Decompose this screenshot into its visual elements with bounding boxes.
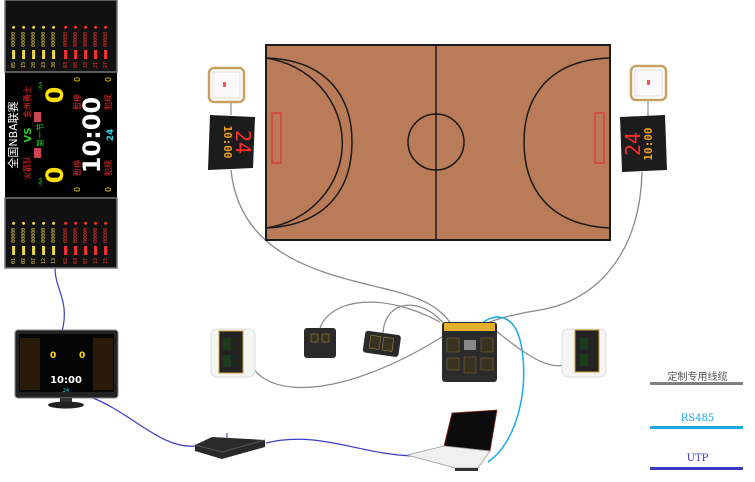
signal-light-left <box>207 66 246 104</box>
monitor: 0 0 10:00 24 <box>14 329 119 409</box>
player-list-left: 01 ■■■ 00000 ● 02 ■■■ 00000 ● 07 ■■■ 0000… <box>11 222 109 264</box>
vs-label: VS <box>23 128 34 143</box>
shot-clock-right: 10:00 24 <box>620 115 667 172</box>
handheld-controller-1 <box>304 328 336 358</box>
laptop <box>406 409 498 471</box>
cable-console-2 <box>382 304 446 334</box>
svg-text:12 ■■■ 00000 ●: 12 ■■■ 00000 ● <box>41 222 47 264</box>
referee-console-right <box>561 328 607 378</box>
signal-light-right <box>629 64 668 102</box>
main-controller <box>442 322 497 382</box>
svg-text:07 ■■■ 00000 ●: 07 ■■■ 00000 ● <box>31 222 37 264</box>
shot-clock-value: 24 <box>106 129 116 142</box>
svg-text:20 ■■■ 00000 ●: 20 ■■■ 00000 ● <box>31 26 37 68</box>
svg-text:21 ■■■ 00000 ●: 21 ■■■ 00000 ● <box>93 26 99 68</box>
legend-line-utp <box>650 467 743 470</box>
away-timeout-label: 暂停 <box>72 94 82 110</box>
legend-label-utp: UTP <box>686 453 709 464</box>
home-timeouts: 0 <box>73 187 82 192</box>
cable-rs485 <box>481 316 525 463</box>
svg-text:01 ■■■ 00000 ●: 01 ■■■ 00000 ● <box>11 222 17 264</box>
svg-text:30 ■■■ 00000 ●: 30 ■■■ 00000 ● <box>51 26 57 68</box>
away-fouls: 0 <box>104 77 113 82</box>
monitor-game-clock: 10:00 <box>50 375 82 386</box>
network-switch <box>194 433 266 459</box>
svg-text:0: 0 <box>79 351 85 361</box>
shot-clock-display: 24 <box>231 130 255 154</box>
home-team-name: 火箭队 <box>22 156 32 180</box>
svg-text:13 ■■■ 00000 ●: 13 ■■■ 00000 ● <box>93 222 99 264</box>
period-label: 第一节 <box>35 123 45 147</box>
monitor-shot-clock: 24 <box>63 388 69 394</box>
cable-utp-scoreboard <box>54 267 65 333</box>
away-foul-label: 犯规 <box>103 94 113 110</box>
basketball-court <box>265 44 611 241</box>
handheld-controller-2 <box>362 330 401 357</box>
home-timeout-label: 暂停 <box>72 160 82 176</box>
cable-referee-right <box>494 329 566 367</box>
game-clock: 10:00 <box>78 97 106 173</box>
cable-right-shotclock <box>489 171 643 323</box>
game-clock-display: 10:00 <box>221 125 234 158</box>
game-clock-display: 10:00 <box>642 127 655 160</box>
cables <box>54 100 649 463</box>
svg-text:02 ■■■ 00000 ●: 02 ■■■ 00000 ● <box>63 222 69 264</box>
flag-label: USA <box>38 81 43 90</box>
flag-label: USA <box>38 177 43 186</box>
referee-console-left <box>210 328 256 378</box>
away-team-name: 金州勇士 <box>22 86 32 118</box>
svg-text:03 ■■■ 00000 ●: 03 ■■■ 00000 ● <box>63 26 69 68</box>
svg-text:27 ■■■ 00000 ●: 27 ■■■ 00000 ● <box>103 26 109 68</box>
flag-icon <box>34 112 41 122</box>
svg-text:0: 0 <box>50 351 56 361</box>
svg-text:15 ■■■ 00000 ●: 15 ■■■ 00000 ● <box>21 26 27 68</box>
svg-text:03 ■■■ 00000 ●: 03 ■■■ 00000 ● <box>73 222 79 264</box>
home-fouls: 0 <box>104 187 113 192</box>
svg-text:18 ■■■ 00000 ●: 18 ■■■ 00000 ● <box>83 26 89 68</box>
cable-console-1 <box>319 301 441 329</box>
shot-clock-left: 10:00 24 <box>208 115 255 170</box>
svg-text:02 ■■■ 00000 ●: 02 ■■■ 00000 ● <box>21 222 27 264</box>
svg-text:05 ■■■ 00000 ●: 05 ■■■ 00000 ● <box>11 26 17 68</box>
svg-text:08 ■■■ 00000 ●: 08 ■■■ 00000 ● <box>73 26 79 68</box>
legend-label-rs485: RS485 <box>680 413 715 424</box>
main-scoreboard: 01 ■■■ 00000 ● 02 ■■■ 00000 ● 07 ■■■ 0000… <box>4 0 118 269</box>
scoreboard-title: 全国NBA联赛 <box>6 101 20 168</box>
away-score: 0 <box>41 87 69 104</box>
home-score: 0 <box>41 167 69 184</box>
away-timeouts: 0 <box>73 77 82 82</box>
home-foul-label: 犯规 <box>103 160 113 176</box>
svg-text:23 ■■■ 00000 ●: 23 ■■■ 00000 ● <box>41 26 47 68</box>
cable-referee-left <box>252 334 446 389</box>
svg-text:07 ■■■ 00000 ●: 07 ■■■ 00000 ● <box>83 222 89 264</box>
svg-text:13 ■■■ 00000 ●: 13 ■■■ 00000 ● <box>51 222 57 264</box>
player-list-right: 05 ■■■ 00000 ● 15 ■■■ 00000 ● 20 ■■■ 0000… <box>11 26 109 68</box>
cable-utp-monitor <box>84 394 197 447</box>
cable-left-shotclock <box>230 169 451 323</box>
legend-line-rs485 <box>650 426 743 429</box>
svg-text:15 ■■■ 00000 ●: 15 ■■■ 00000 ● <box>103 222 109 264</box>
cable-utp-laptop <box>265 438 416 457</box>
legend-label-custom-cable: 定制专用线缆 <box>667 372 728 383</box>
shot-clock-display: 24 <box>621 132 645 156</box>
flag-icon <box>34 148 41 158</box>
legend-line-custom-cable <box>650 382 743 385</box>
